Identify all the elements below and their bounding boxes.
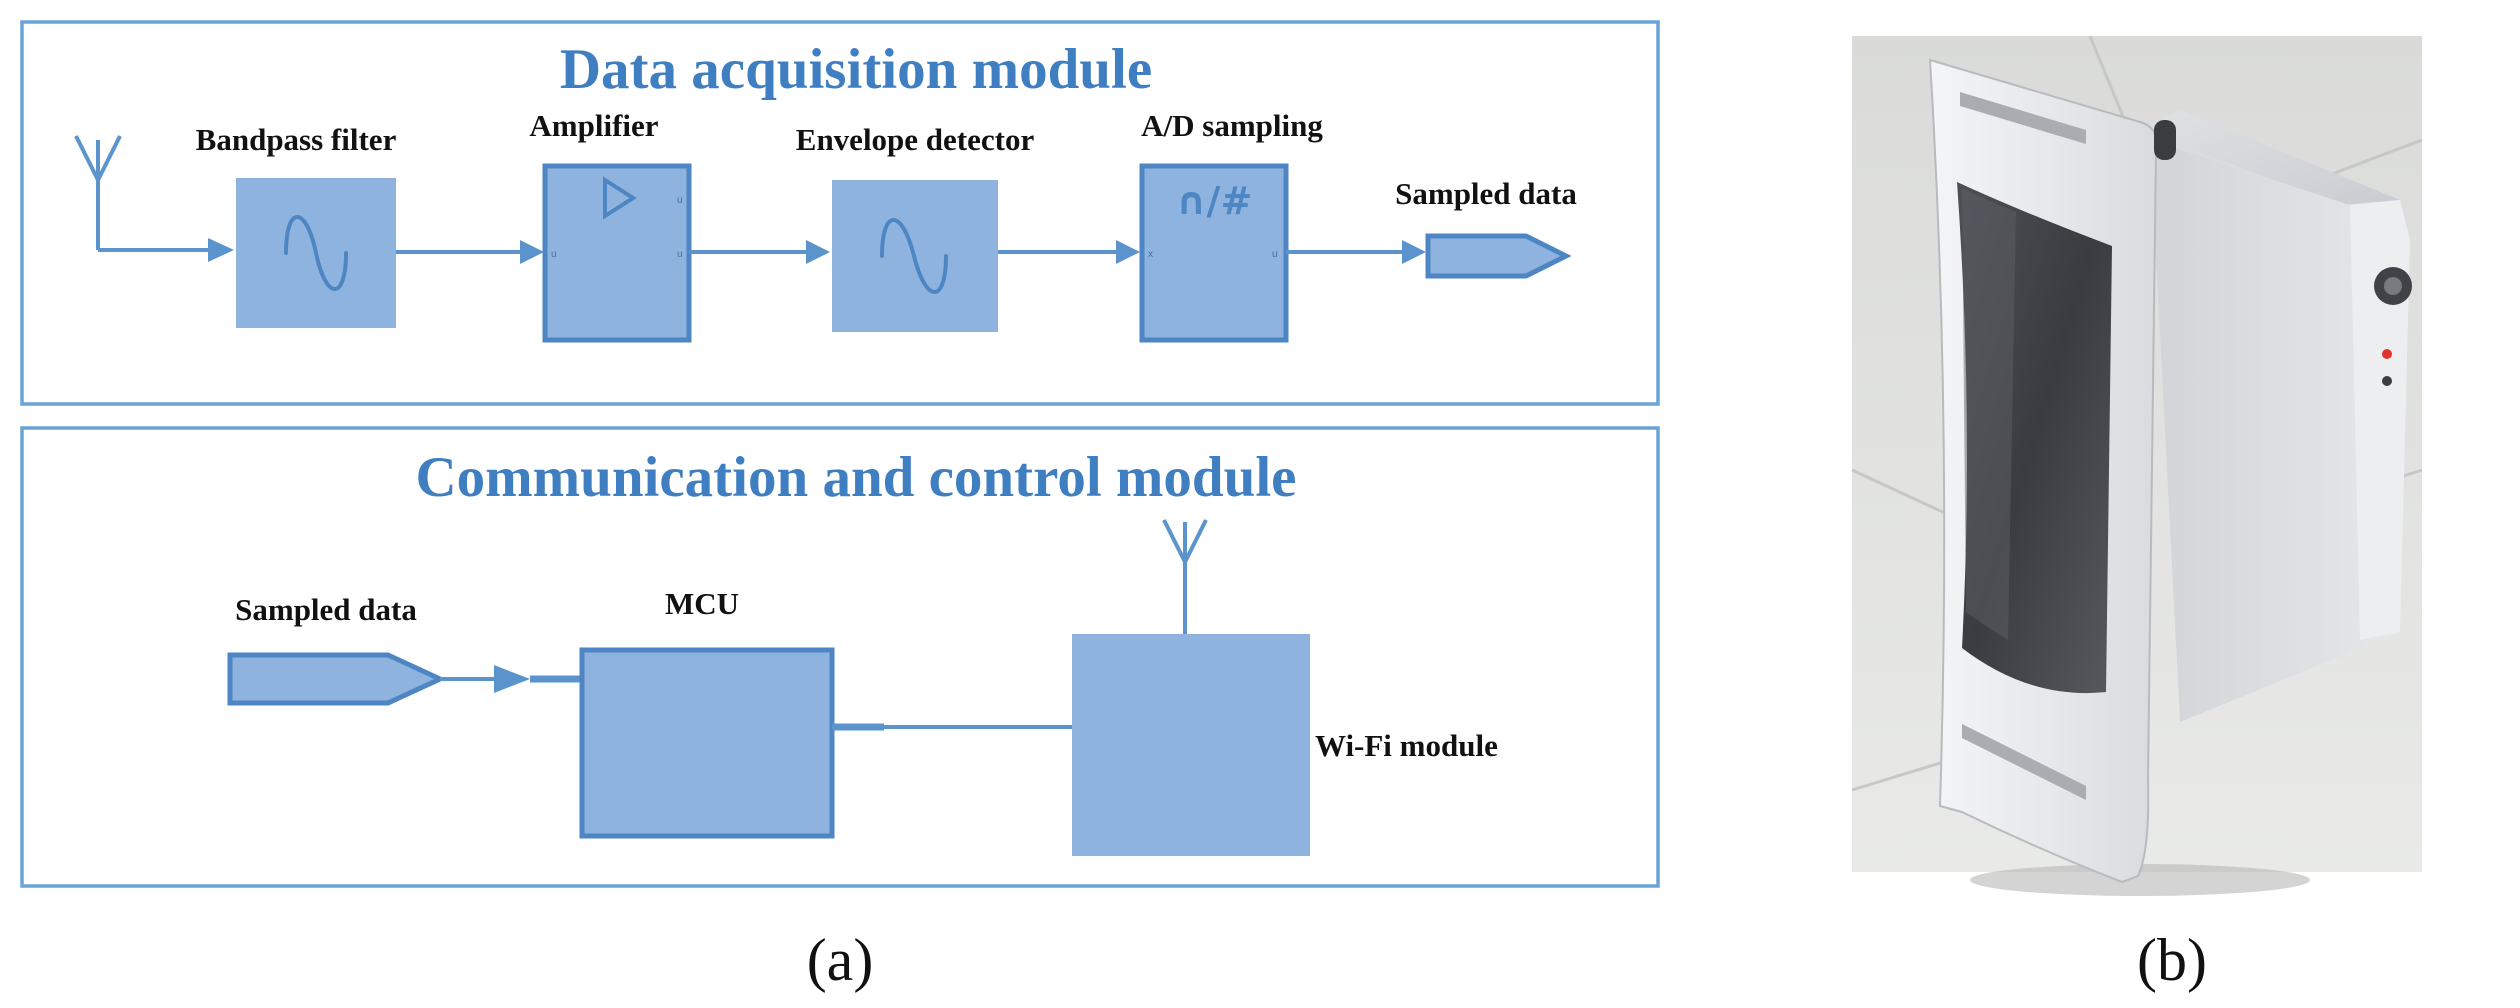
panel-a-caption: (a) bbox=[807, 927, 874, 993]
sine-wave-icon bbox=[284, 215, 348, 291]
antenna-icon bbox=[1162, 519, 1208, 634]
sampled-data-input-port bbox=[227, 652, 446, 706]
amplifier-label: Amplifier bbox=[529, 108, 658, 143]
ad-converter-icon: ∩/# bbox=[1176, 179, 1253, 223]
communication-control-module: Communication and control module Sampled… bbox=[20, 426, 1660, 888]
panel-b: (b) bbox=[1851, 35, 2423, 993]
sampled-data-input-label: Sampled data bbox=[235, 592, 417, 627]
mcu-label: MCU bbox=[665, 586, 739, 621]
envelope-detector-label: Envelope detector bbox=[796, 122, 1035, 157]
device-photo bbox=[1851, 35, 2423, 896]
acquisition-module-title: Data acquisition module bbox=[560, 38, 1152, 101]
arrow-to-output bbox=[1402, 240, 1426, 264]
svg-text:u: u bbox=[1272, 249, 1278, 260]
ad-sampling-block bbox=[1139, 163, 1289, 343]
svg-text:u: u bbox=[677, 249, 683, 260]
wifi-module-label: Wi-Fi module bbox=[1315, 728, 1498, 763]
arrow-to-envelope bbox=[806, 240, 830, 264]
sampled-data-output-label: Sampled data bbox=[1395, 176, 1577, 211]
sine-wave-icon bbox=[880, 218, 948, 294]
data-acquisition-module: Data acquisition module Bandpass filter … bbox=[20, 20, 1660, 406]
ad-sampling-label: A/D sampling bbox=[1141, 108, 1323, 143]
arrow-to-filter bbox=[208, 238, 234, 262]
arrow-to-ad bbox=[1116, 240, 1140, 264]
panel-b-caption: (b) bbox=[2137, 927, 2207, 993]
communication-module-title: Communication and control module bbox=[416, 446, 1297, 509]
bandpass-filter-label: Bandpass filter bbox=[196, 122, 397, 157]
sampled-data-output-port bbox=[1425, 233, 1572, 279]
mcu-block bbox=[579, 647, 835, 839]
svg-text:u: u bbox=[551, 249, 557, 260]
arrow-to-amplifier bbox=[520, 240, 544, 264]
panel-a: Data acquisition module Bandpass filter … bbox=[20, 20, 1660, 993]
svg-text:x: x bbox=[1148, 249, 1153, 260]
arrow-to-mcu bbox=[494, 665, 530, 693]
amplifier-block bbox=[542, 163, 692, 343]
wifi-module-block bbox=[1072, 634, 1310, 856]
amplifier-triangle-icon bbox=[603, 176, 637, 220]
svg-text:u: u bbox=[677, 195, 683, 206]
antenna-icon bbox=[74, 135, 122, 250]
